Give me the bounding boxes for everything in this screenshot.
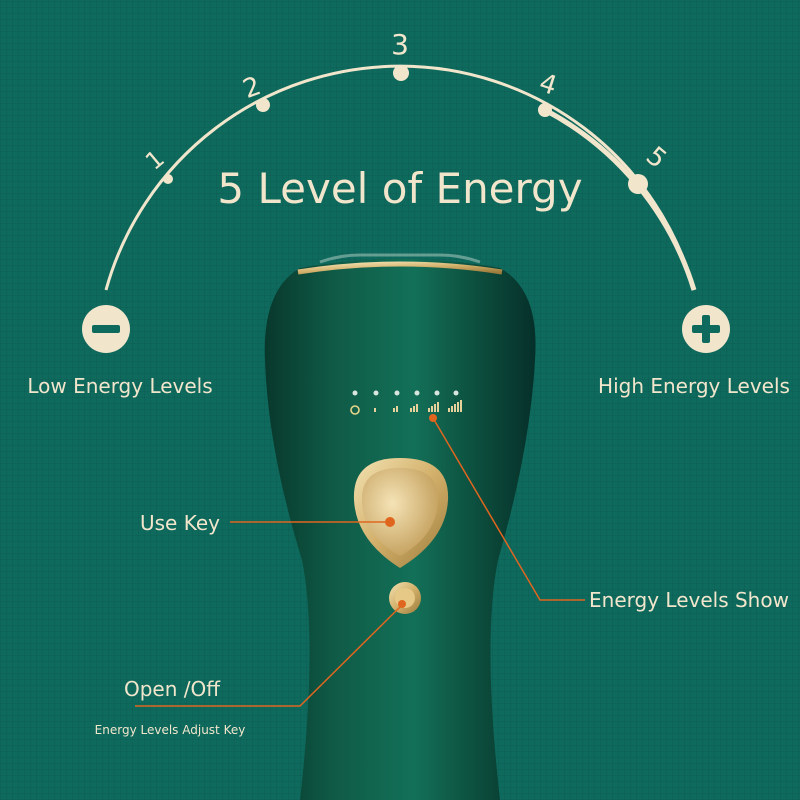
energy-show-leader (432, 417, 585, 601)
adjust-key-label: Energy Levels Adjust Key (95, 723, 246, 737)
device (264, 253, 536, 800)
power-leader (135, 604, 403, 707)
level-5-label: 5 (640, 141, 672, 175)
open-off-label: Open /Off (124, 677, 221, 701)
plus-icon (682, 305, 730, 353)
low-energy-label: Low Energy Levels (27, 374, 212, 398)
use-key-label: Use Key (140, 511, 220, 535)
minus-icon (82, 305, 130, 353)
energy-show-marker (429, 414, 437, 422)
level-4-label: 4 (535, 68, 560, 102)
energy-level-bars (374, 400, 462, 412)
level-2-dot (256, 98, 270, 112)
level-5-dot (628, 174, 648, 194)
use-key-marker (385, 517, 395, 527)
high-energy-label: High Energy Levels (598, 374, 790, 398)
headline: 5 Level of Energy (217, 164, 582, 213)
level-3-label: 3 (391, 28, 409, 61)
level-1-dot (163, 174, 173, 184)
level-4-dot (538, 103, 552, 117)
level-1-label: 1 (140, 144, 170, 175)
device-window (319, 253, 481, 264)
device-head-rim (297, 261, 503, 275)
level-3-dot (393, 65, 409, 81)
power-indicator-icon (350, 405, 360, 415)
level-2-label: 2 (239, 71, 265, 105)
use-key-button[interactable] (361, 468, 439, 556)
indicator-dots (352, 390, 459, 396)
power-marker (398, 600, 406, 608)
energy-show-label: Energy Levels Show (589, 588, 789, 612)
